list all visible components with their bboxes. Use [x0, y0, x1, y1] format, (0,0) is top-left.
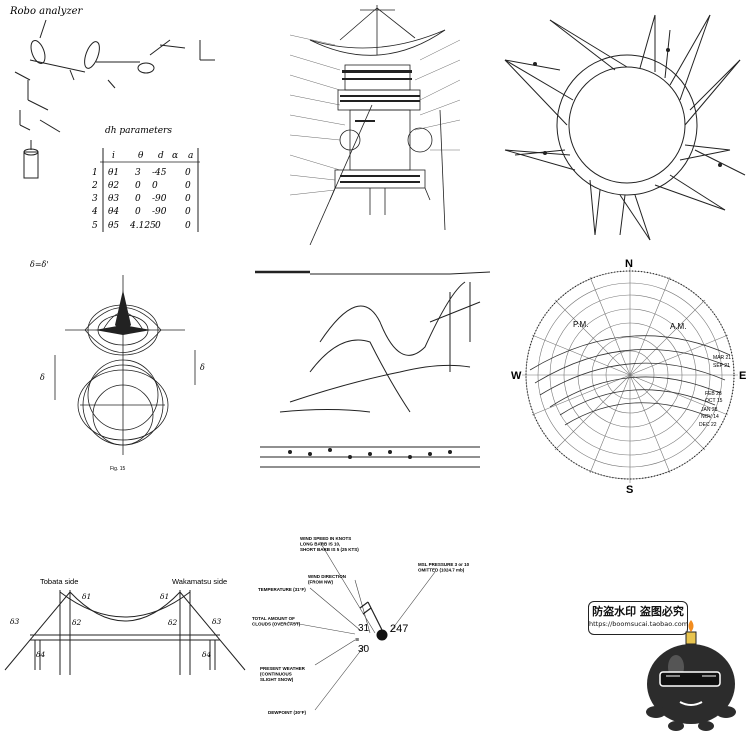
- sun-date-label: JAN 28: [701, 407, 718, 413]
- svg-text:δ=δ': δ=δ': [30, 260, 49, 269]
- station-wind-dir: WIND DIRECTION(FROM NW): [308, 574, 346, 585]
- dh-cell: 0: [135, 181, 141, 191]
- handwritten-graph-panel: [250, 262, 495, 490]
- dh-cell: 0: [185, 194, 191, 204]
- dh-cell: 5: [92, 221, 98, 231]
- station-dewpoint-label: DEWPOINT (30°F): [268, 710, 307, 715]
- dh-table: i θ d α a 1 θ1 3 -45 0 2 θ2 0 0 0 3 θ3 0…: [91, 151, 193, 231]
- shape-figure: δ=δ' δ δ Fig. 15: [30, 260, 205, 472]
- bridge-delta-label: δ3: [10, 617, 20, 626]
- mascot-panel: [636, 612, 750, 737]
- sun-date-label: NOV 14: [701, 414, 719, 420]
- dh-cell: θ1: [108, 168, 119, 178]
- dh-cell: -45: [152, 168, 167, 178]
- spacecraft-drawing: [289, 5, 461, 245]
- shape-figure-panel: δ=δ' δ δ Fig. 15: [25, 255, 240, 475]
- bridge-delta-label: δ3: [212, 617, 222, 626]
- station-dew-value: 30: [358, 644, 370, 655]
- dh-cell: 0: [185, 168, 191, 178]
- watermark-badge: 防盗水印 盗图必究 https://boomsucai.taobao.com: [588, 601, 688, 635]
- robot-sketch: Robo analyzer dh parameters: [9, 6, 215, 232]
- dh-header-d: d: [158, 151, 164, 161]
- bridge-delta-label: δ2: [168, 618, 178, 627]
- robot-title: Robo analyzer: [9, 6, 84, 17]
- dh-cell: 4: [91, 207, 98, 217]
- dh-cell: θ5: [108, 221, 119, 231]
- sunpath-diagram: N S W E P.M. A.M. MAR 21 SEP 21 FEB 28 O…: [511, 258, 746, 495]
- station-temp-label: TEMPERATURE (31°F): [258, 587, 306, 592]
- sun-north: N: [625, 258, 633, 270]
- handwritten-graph: [255, 270, 491, 468]
- spacecraft-panel: [280, 0, 470, 245]
- spoke-circle-diagram: [504, 14, 746, 241]
- bridge-panel: Tobata side Wakamatsu side δ1 δ1 δ2 δ2 δ…: [0, 560, 250, 680]
- dh-cell: 0: [155, 221, 161, 231]
- svg-text:δ: δ: [40, 373, 45, 382]
- dh-cell: θ3: [108, 194, 119, 204]
- dh-header-theta: θ: [138, 151, 144, 161]
- dh-cell: 2: [91, 181, 98, 191]
- dh-cell: -90: [152, 194, 167, 204]
- robot-sketch-panel: Robo analyzer dh parameters: [0, 0, 240, 245]
- dh-header-i: i: [112, 151, 115, 161]
- dh-cell: 4.125: [129, 221, 156, 231]
- dh-cell: 3: [135, 168, 141, 178]
- dh-header-alpha: α: [172, 151, 178, 161]
- bridge-delta-label: δ1: [160, 592, 169, 601]
- bridge-delta-label: δ4: [36, 650, 46, 659]
- watermark-title: 防盗水印 盗图必究: [592, 605, 684, 618]
- figure-caption: Fig. 15: [110, 466, 126, 472]
- bridge-delta-label: δ2: [72, 618, 82, 627]
- dh-title: dh parameters: [105, 126, 172, 136]
- dh-cell: 0: [135, 194, 141, 204]
- bridge-left-label: Tobata side: [40, 577, 78, 586]
- bridge-right-label: Wakamatsu side: [172, 577, 227, 586]
- sun-date-label: MAR 21: [713, 355, 731, 361]
- sun-east: E: [739, 370, 746, 382]
- watermark-url: https://boomsucai.taobao.com: [589, 620, 689, 628]
- sun-am-label: A.M.: [670, 322, 686, 331]
- dh-cell: -90: [152, 207, 167, 217]
- sun-pm-label: P.M.: [573, 320, 588, 329]
- dh-cell: θ4: [108, 207, 119, 217]
- spoke-circle-panel: [495, 0, 750, 245]
- dh-header-a: a: [188, 151, 193, 161]
- sunpath-panel: N S W E P.M. A.M. MAR 21 SEP 21 FEB 28 O…: [505, 255, 750, 495]
- svg-text:≡: ≡: [355, 637, 359, 644]
- dh-cell: θ2: [108, 181, 119, 191]
- dh-cell: 0: [152, 181, 158, 191]
- sun-date-label: DEC 22: [699, 422, 717, 428]
- dh-cell: 0: [135, 207, 141, 217]
- dh-cell: 0: [185, 221, 191, 231]
- station-temp-value: 31: [358, 623, 370, 634]
- dh-cell: 3: [92, 194, 98, 204]
- bomb-mascot-icon: [646, 620, 736, 731]
- sun-date-label: OCT 15: [705, 398, 723, 404]
- bridge-diagram: Tobata side Wakamatsu side δ1 δ1 δ2 δ2 δ…: [4, 577, 246, 675]
- station-pressure-value: 247: [390, 623, 408, 635]
- bridge-delta-label: δ1: [82, 592, 91, 601]
- sun-date-label: FEB 28: [705, 391, 722, 397]
- sun-west: W: [511, 370, 522, 382]
- station-circle: [376, 629, 388, 641]
- sun-south: S: [626, 484, 633, 495]
- dh-cell: 0: [185, 207, 191, 217]
- svg-text:δ: δ: [200, 363, 205, 372]
- sun-date-label: SEP 21: [713, 363, 730, 369]
- dh-cell: 0: [185, 181, 191, 191]
- bridge-delta-label: δ4: [202, 650, 212, 659]
- dh-cell: 1: [92, 168, 98, 178]
